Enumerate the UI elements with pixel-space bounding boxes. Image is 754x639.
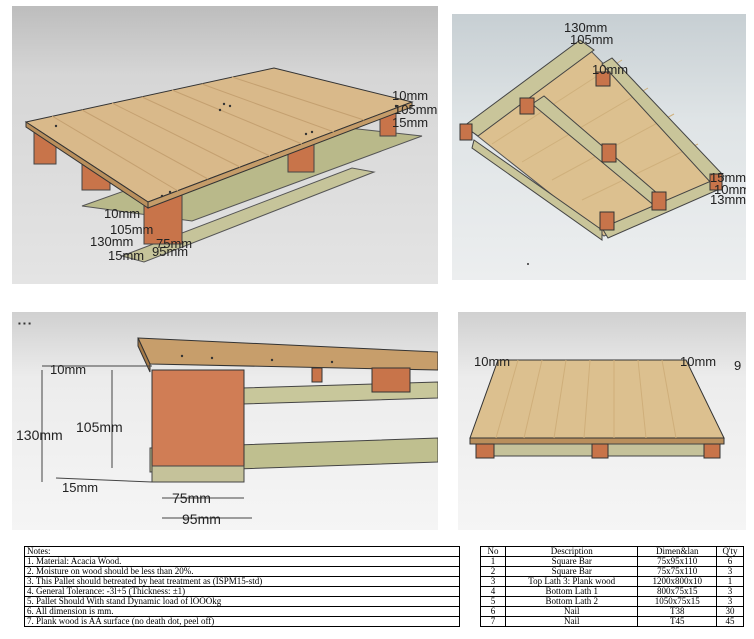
- dim-label: 10mm: [680, 354, 716, 369]
- pallet-drawing-top-left: 10mm 105mm 15mm 10mm 105mm 130mm 15mm 75…: [24, 67, 437, 263]
- pallet-drawing-detail: ▪ ▪ ▪ 10mm 130mm 105mm 15mm 75mm: [16, 319, 438, 527]
- dim-label: 10mm: [592, 62, 628, 77]
- dim-label: 130mm: [16, 427, 63, 443]
- pallet-drawing-small: 10mm 10mm 9: [469, 354, 741, 459]
- dim-label: 10mm: [104, 206, 140, 221]
- pallet-drawing-top-right: 130mm 105mm 10mm 15mm 10mm 13mm: [459, 20, 746, 265]
- dim-label: 105mm: [110, 222, 153, 237]
- dim-label: 10mm: [392, 88, 428, 103]
- col-header-dimension: Dimen&lan: [637, 546, 717, 557]
- note-item: 4. General Tolerance: -3l+5 (Thickness: …: [24, 586, 460, 597]
- dim-label: 15mm: [710, 170, 746, 185]
- pallet-view-top-left: 10mm 105mm 15mm 10mm 105mm 130mm 15mm 75…: [12, 6, 438, 284]
- pallet-view-detail: ▪ ▪ ▪ 10mm 130mm 105mm 15mm 75mm: [12, 312, 438, 530]
- dim-label: 95mm: [152, 244, 188, 259]
- dim-label: 95mm: [182, 511, 221, 527]
- dim-label: 75mm: [156, 236, 192, 251]
- pallet-view-small: 10mm 10mm 9: [458, 312, 746, 530]
- note-item: 7. Plank wood is AA surface (no death do…: [24, 616, 460, 627]
- note-item: 2. Moisture on wood should be less than …: [24, 566, 460, 577]
- notes-header: Notes:: [24, 546, 460, 557]
- dim-label: 13mm: [710, 192, 746, 207]
- col-header-qty: Q'ty: [716, 546, 744, 557]
- col-header-description: Description: [504, 546, 639, 557]
- dim-label: 15mm: [392, 115, 428, 130]
- dim-label: 130mm: [564, 20, 607, 35]
- svg-text:▪ ▪ ▪: ▪ ▪ ▪: [18, 319, 31, 328]
- col-header-no: No: [480, 546, 506, 557]
- dim-label: 105mm: [394, 102, 437, 117]
- dim-label: 10mm: [714, 182, 746, 197]
- dim-label: 105mm: [76, 419, 123, 435]
- dim-label: 10mm: [50, 362, 86, 377]
- note-item: 5. Pallet Should With stand Dynamic load…: [24, 596, 460, 607]
- dim-label: 10mm: [474, 354, 510, 369]
- dim-label: 9: [734, 358, 741, 373]
- pallet-view-top-right: 130mm 105mm 10mm 15mm 10mm 13mm: [452, 14, 746, 280]
- dim-label: 75mm: [172, 490, 211, 506]
- dim-label: 130mm: [90, 234, 133, 249]
- notes-table: Notes: 1. Material: Acacia Wood. 2. Mois…: [24, 546, 460, 627]
- note-item: 3. This Pallet should betreated by heat …: [24, 576, 460, 587]
- dim-label: 15mm: [108, 248, 144, 263]
- note-item: 1. Material: Acacia Wood.: [24, 556, 460, 567]
- dim-label: 15mm: [62, 480, 98, 495]
- note-item: 6. All dimension is mm.: [24, 606, 460, 617]
- dim-label: 105mm: [570, 32, 613, 47]
